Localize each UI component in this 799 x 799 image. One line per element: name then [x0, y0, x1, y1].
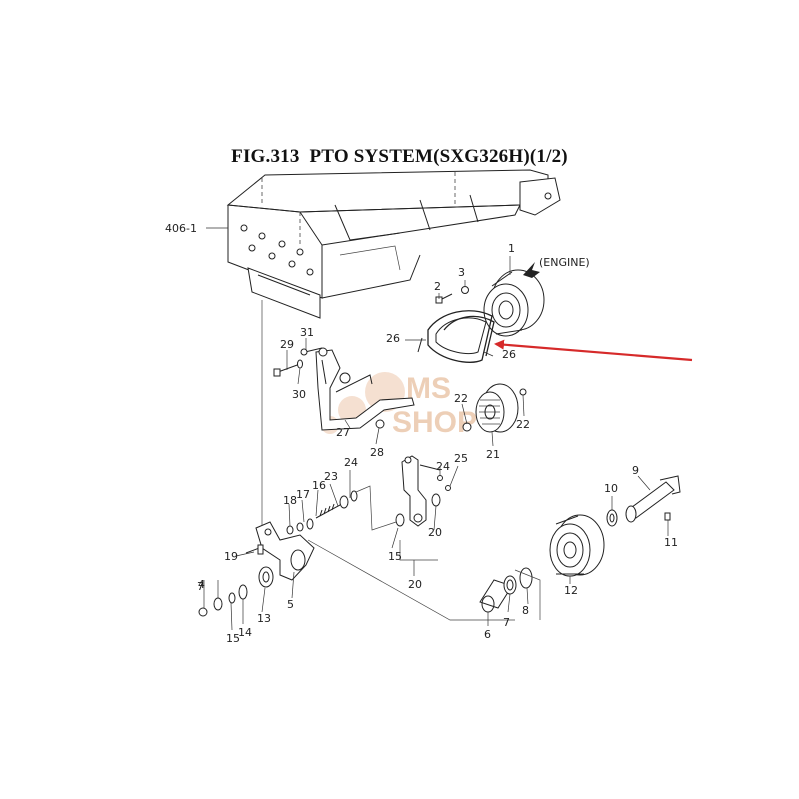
tension-link: [395, 455, 441, 527]
callout-5: 5: [287, 598, 294, 611]
callout-18: 18: [283, 494, 297, 507]
pto-shaft: [625, 475, 681, 523]
bolt-25: [445, 485, 451, 491]
callout-8: 8: [522, 604, 529, 617]
callout-26: 26: [386, 332, 400, 345]
idler-pulley: [462, 383, 527, 433]
callout-16: 16: [312, 479, 326, 492]
callout-406-1: 406-1: [165, 222, 197, 235]
callout-25: 25: [454, 452, 468, 465]
nut-15-upper: [198, 607, 208, 617]
shop-watermark: MS SHOP: [321, 372, 477, 439]
watermark-line1: MS: [406, 372, 451, 405]
callout-29: 29: [280, 338, 294, 351]
engine-label: (ENGINE): [539, 256, 590, 269]
bolt-2: [435, 293, 453, 304]
callout-28: 28: [370, 446, 384, 459]
snap-ring-8: [519, 567, 533, 589]
bolt-5: [245, 544, 264, 555]
tension-arm: [315, 347, 415, 431]
bearing-7-right: [503, 575, 517, 595]
callout-11: 11: [664, 536, 678, 549]
callout-4: 4: [198, 578, 205, 591]
washer-24-left: [350, 490, 358, 502]
parts-16-17-18: [286, 518, 314, 535]
callout-9: 9: [632, 464, 639, 477]
callout-24: 24: [344, 456, 358, 469]
leader-lines: [203, 227, 669, 631]
callout-15: 15: [226, 632, 240, 645]
callout-10: 10: [604, 482, 618, 495]
callout-19: 19: [224, 550, 238, 563]
nut-3: [461, 286, 469, 294]
key-11: [664, 512, 671, 521]
callout-3: 3: [458, 266, 465, 279]
washer-24-right: [437, 475, 443, 481]
washer-10: [606, 509, 618, 527]
washer-14: [228, 592, 236, 604]
callout-1: 1: [508, 242, 515, 255]
spring-23: [315, 495, 349, 519]
callout-17: 17: [296, 488, 310, 501]
callout-26: 26: [502, 348, 516, 361]
callout-22: 22: [516, 418, 530, 431]
callout-27: 27: [336, 426, 350, 439]
washer-13: [238, 584, 248, 600]
callout-20: 20: [408, 578, 422, 591]
callout-13: 13: [257, 612, 271, 625]
highlight-arrow: [494, 339, 693, 362]
callout-2: 2: [434, 280, 441, 293]
bolt-29: [273, 363, 301, 377]
frame-assembly: [226, 169, 561, 319]
nut-15-lower: [213, 597, 223, 611]
callout-14: 14: [238, 626, 252, 639]
engine-direction-arrow: [523, 262, 540, 278]
bracket-4: [255, 521, 315, 581]
engine-pulley: [483, 269, 545, 337]
figure-title: FIG.313 PTO SYSTEM(SXG326H)(1/2): [231, 146, 568, 167]
pin-31: [300, 347, 323, 356]
washer-30: [297, 359, 303, 369]
callout-6: 6: [484, 628, 491, 641]
callout-7: 7: [503, 616, 510, 629]
bearing-7-left: [258, 566, 274, 588]
callout-21: 21: [486, 448, 500, 461]
v-belts: [417, 310, 495, 363]
callout-12: 12: [564, 584, 578, 597]
callout-30: 30: [292, 388, 306, 401]
callout-20: 20: [428, 526, 442, 539]
callout-22: 22: [454, 392, 468, 405]
callout-15: 15: [388, 550, 402, 563]
callout-7: 7: [197, 580, 204, 593]
callout-31: 31: [300, 326, 314, 339]
callout-24: 24: [436, 460, 450, 473]
watermark-line2: SHOP: [392, 406, 477, 439]
callout-23: 23: [324, 470, 338, 483]
pto-pulley: [549, 514, 605, 577]
